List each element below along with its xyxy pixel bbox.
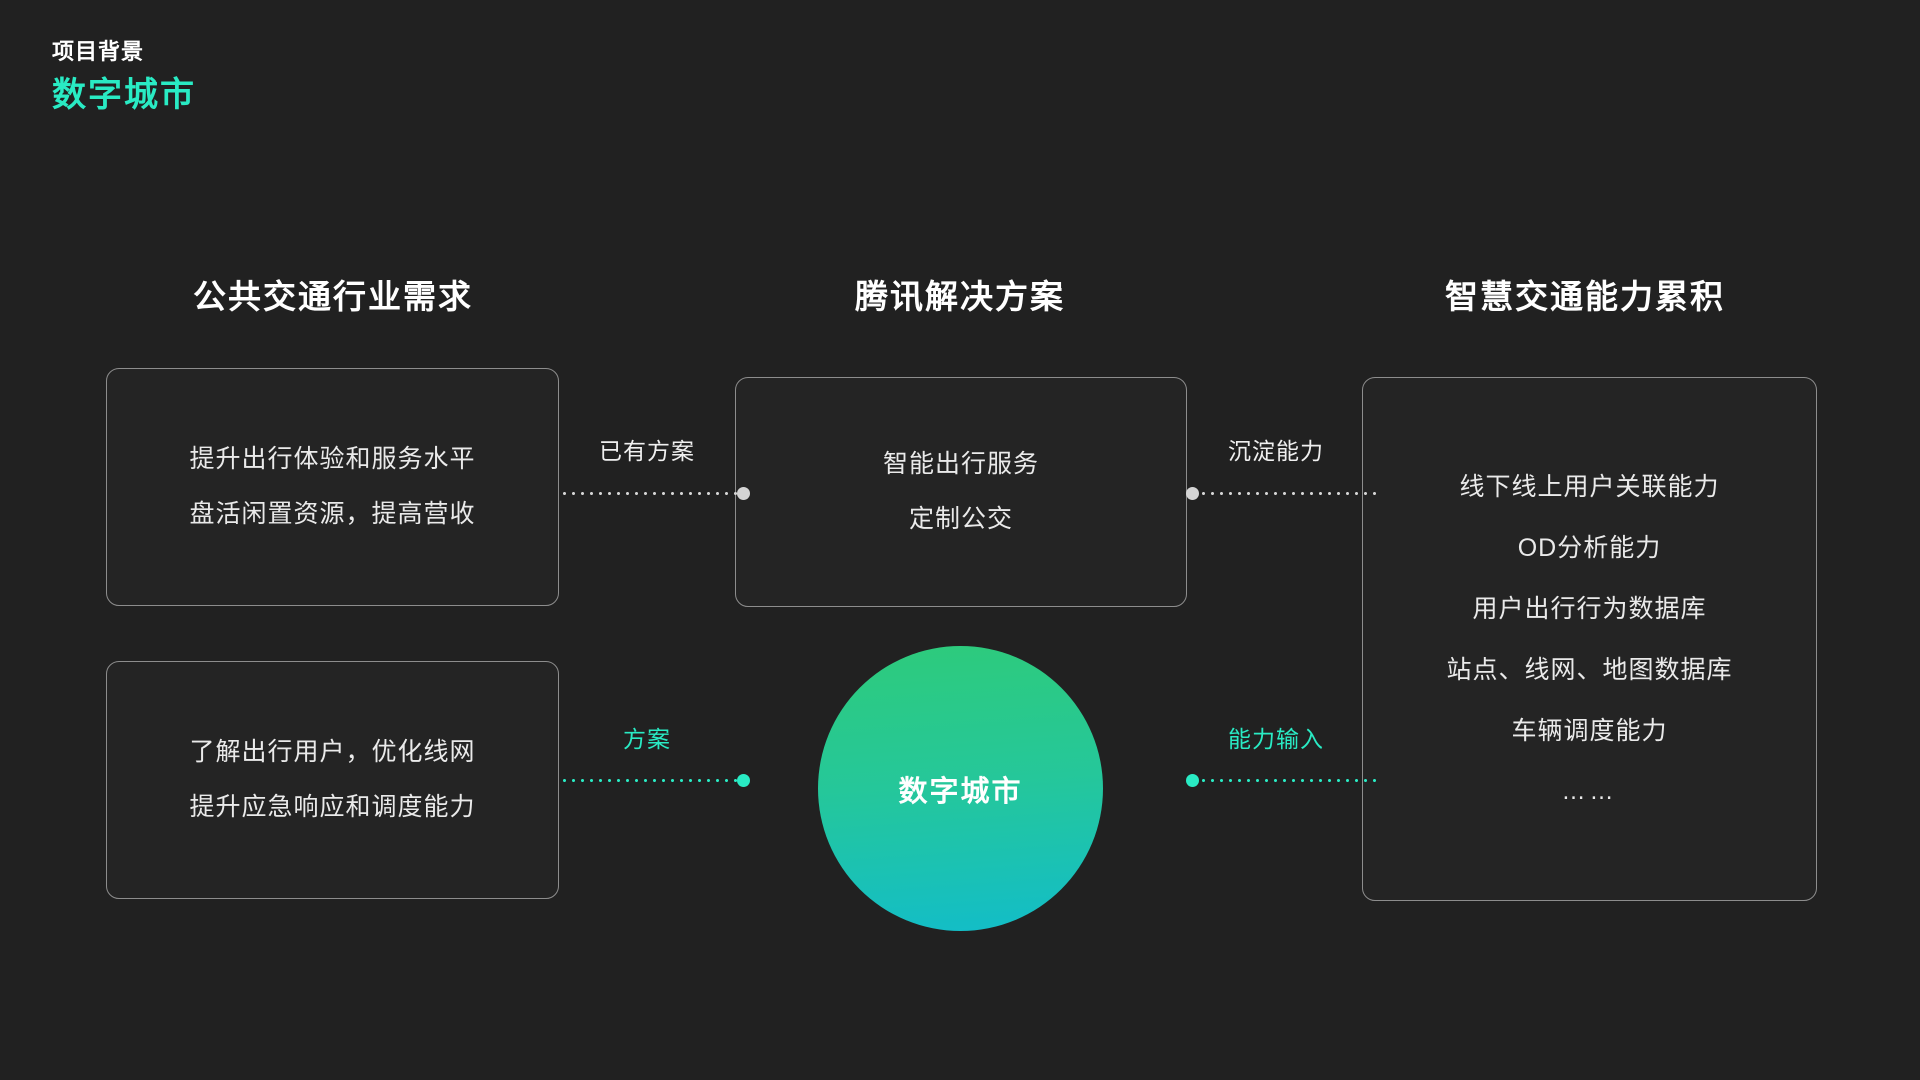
card-line: 车辆调度能力 (1511, 716, 1668, 745)
connector-ability-input (1186, 774, 1376, 787)
card-line: 用户出行行为数据库 (1472, 594, 1707, 623)
card-line: 智能出行服务 (882, 450, 1039, 478)
connector-label-settle-ability: 沉淀能力 (1228, 438, 1324, 464)
card-line: 提升出行体验和服务水平 (189, 445, 476, 473)
center-circle-digital-city[interactable]: 数字城市 (818, 646, 1103, 931)
dotted-line (1199, 492, 1376, 495)
connector-node-icon (737, 487, 750, 500)
card-line: 线下线上用户关联能力 (1459, 472, 1720, 501)
connector-label-ability-input: 能力输入 (1228, 726, 1324, 752)
column-heading-needs: 公共交通行业需求 (193, 278, 473, 315)
card-line: 定制公交 (908, 505, 1013, 533)
column-heading-solution: 腾讯解决方案 (855, 278, 1065, 315)
header-eyebrow: 项目背景 (52, 39, 145, 64)
connector-already-plan (560, 487, 750, 500)
connector-plan (560, 774, 750, 787)
connector-settle-ability (1186, 487, 1376, 500)
column-heading-ability: 智慧交通能力累积 (1445, 278, 1725, 315)
dotted-line (1199, 779, 1376, 782)
card-line: 盘活闲置资源，提高营收 (189, 500, 476, 528)
card-line-ellipsis: …… (1561, 777, 1618, 805)
card-needs-network[interactable]: 了解出行用户，优化线网 提升应急响应和调度能力 (106, 661, 559, 899)
page-title: 数字城市 (52, 75, 196, 114)
connector-node-icon (737, 774, 750, 787)
connector-node-icon (1186, 774, 1199, 787)
dotted-line (560, 779, 737, 782)
dotted-line (560, 492, 737, 495)
card-tencent-solution[interactable]: 智能出行服务 定制公交 (735, 377, 1187, 607)
card-line: 了解出行用户，优化线网 (189, 738, 476, 766)
center-circle-label: 数字城市 (898, 775, 1023, 808)
connector-node-icon (1186, 487, 1199, 500)
card-ability-accumulation[interactable]: 线下线上用户关联能力 OD分析能力 用户出行行为数据库 站点、线网、地图数据库 … (1362, 377, 1817, 901)
card-needs-service[interactable]: 提升出行体验和服务水平 盘活闲置资源，提高营收 (106, 368, 559, 606)
connector-label-plan: 方案 (623, 726, 671, 752)
card-line: 提升应急响应和调度能力 (189, 793, 476, 821)
slide-header: 项目背景 数字城市 (52, 38, 196, 118)
connector-label-already-plan: 已有方案 (599, 438, 695, 464)
card-line: OD分析能力 (1517, 533, 1662, 562)
card-line: 站点、线网、地图数据库 (1446, 655, 1733, 684)
